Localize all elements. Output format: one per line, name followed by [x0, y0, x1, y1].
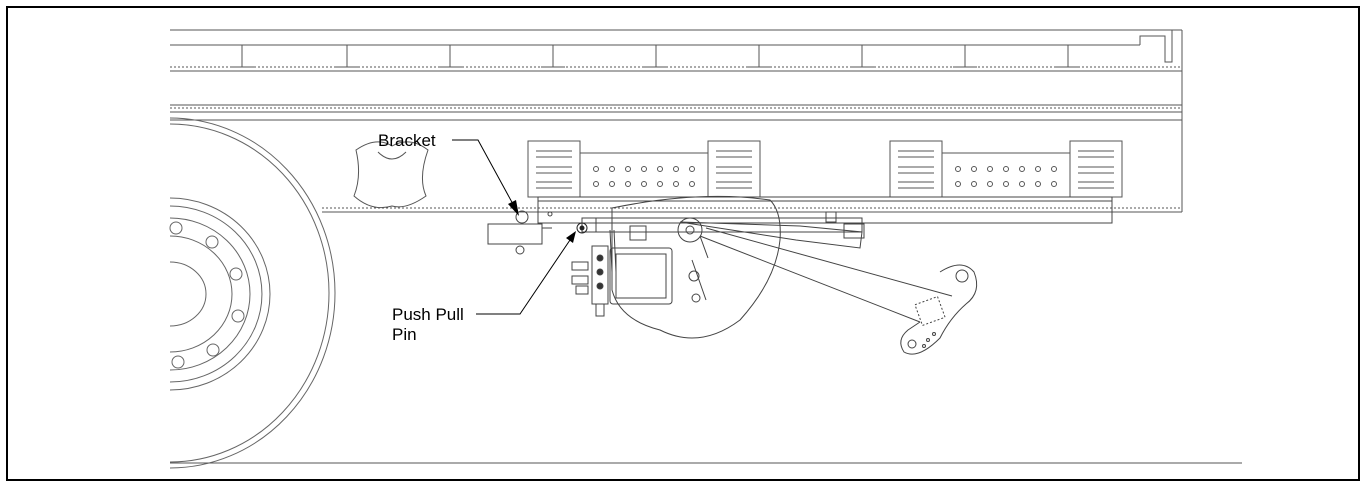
cylinder-assembly — [581, 195, 978, 355]
wheel — [169, 117, 336, 469]
hanger-bracket-left — [527, 140, 761, 198]
control-box — [571, 245, 673, 317]
slider-rail — [487, 196, 1113, 255]
air-bag — [353, 141, 429, 209]
hanger-bracket-right — [889, 140, 1123, 198]
frame-rail — [170, 119, 1182, 213]
push-pull-pin-callout: Push Pull Pin — [392, 231, 576, 344]
push-pull-pin — [576, 222, 588, 234]
label-push-pull: Push Pull — [392, 305, 464, 324]
label-bracket: Bracket — [378, 131, 436, 150]
label-pin: Pin — [392, 325, 417, 344]
border — [6, 6, 1360, 481]
bracket-callout: Bracket — [378, 131, 519, 216]
crossmember-ibeams — [230, 44, 1080, 68]
upper-deck — [170, 29, 1183, 212]
